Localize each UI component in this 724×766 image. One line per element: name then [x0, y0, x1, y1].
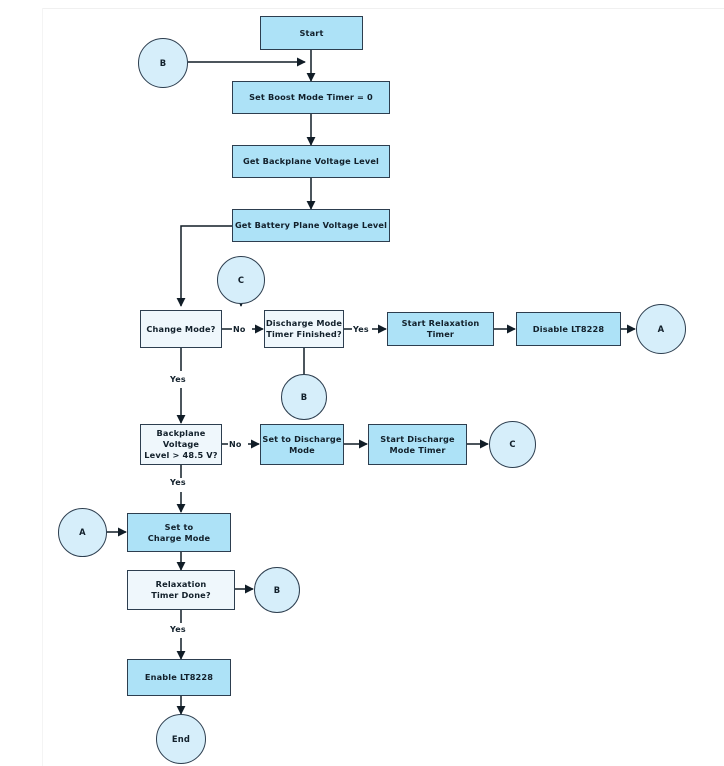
- page-edge-left: [42, 8, 43, 766]
- edge-label-backplane-no: No: [229, 440, 242, 449]
- node-relaxation-timer-done[interactable]: Relaxation Timer Done?: [127, 570, 235, 610]
- node-start[interactable]: Start: [260, 16, 363, 50]
- node-end-label: End: [171, 733, 191, 744]
- node-backplane-voltage-threshold[interactable]: Backplane Voltage Level > 48.5 V?: [140, 424, 222, 465]
- node-discharge-mode-timer-finished[interactable]: Discharge Mode Timer Finished?: [264, 310, 344, 348]
- node-backplane-voltage-threshold-label-line2: Level > 48.5 V?: [144, 450, 218, 460]
- node-connector-c-right[interactable]: C: [489, 421, 536, 468]
- node-disable-lt8228-label: Disable LT8228: [532, 323, 605, 334]
- node-connector-b-bottom-label: B: [273, 584, 281, 595]
- node-set-to-discharge-mode-label-line1: Set to Discharge: [262, 433, 342, 444]
- node-connector-c-right-label: C: [509, 439, 516, 449]
- node-connector-b-top-label: B: [159, 57, 167, 68]
- node-enable-lt8228[interactable]: Enable LT8228: [127, 659, 231, 696]
- node-set-to-discharge-mode[interactable]: Set to Discharge Mode: [260, 424, 344, 465]
- edge-label-discharge-done-yes: Yes: [353, 325, 369, 334]
- node-get-battery-plane-voltage-level-label: Get Battery Plane Voltage Level: [234, 220, 388, 230]
- node-connector-a-left[interactable]: A: [58, 508, 107, 557]
- node-change-mode-label: Change Mode?: [146, 323, 216, 334]
- node-connector-c-top[interactable]: C: [217, 256, 265, 304]
- node-start-discharge-mode-timer-label-line1: Start Discharge: [380, 433, 455, 444]
- node-set-to-charge-mode-label-line1: Set to: [164, 521, 194, 532]
- node-connector-a-left-label: A: [79, 527, 86, 537]
- node-set-to-discharge-mode-label-line2: Mode: [289, 444, 315, 455]
- node-end[interactable]: End: [156, 714, 206, 764]
- node-backplane-voltage-threshold-label-line1: Backplane Voltage: [156, 428, 206, 449]
- node-connector-b-top[interactable]: B: [138, 38, 188, 88]
- node-start-discharge-mode-timer[interactable]: Start Discharge Mode Timer: [368, 424, 467, 465]
- node-get-battery-plane-voltage-level[interactable]: Get Battery Plane Voltage Level: [232, 209, 390, 242]
- node-connector-b-mid[interactable]: B: [281, 374, 327, 420]
- node-change-mode[interactable]: Change Mode?: [140, 310, 222, 348]
- node-relaxation-timer-done-label-line1: Relaxation: [155, 579, 207, 589]
- page-edge-top: [42, 8, 724, 9]
- node-connector-b-bottom[interactable]: B: [254, 567, 300, 613]
- node-disable-lt8228[interactable]: Disable LT8228: [516, 312, 621, 346]
- node-connector-b-mid-label: B: [300, 391, 308, 402]
- node-set-boost-mode-timer-label: Set Boost Mode Timer = 0: [249, 92, 373, 102]
- node-set-boost-mode-timer[interactable]: Set Boost Mode Timer = 0: [232, 81, 390, 114]
- node-connector-a-right-label: A: [657, 323, 665, 334]
- node-get-backplane-voltage-level-label: Get Backplane Voltage Level: [242, 156, 380, 166]
- edge-label-backplane-yes: Yes: [170, 478, 186, 487]
- node-discharge-mode-timer-finished-label-line2: Timer Finished?: [266, 329, 342, 339]
- edge-label-change-mode-yes: Yes: [170, 375, 186, 384]
- node-start-relaxation-timer[interactable]: Start Relaxation Timer: [387, 312, 494, 346]
- edge-label-relaxation-yes: Yes: [170, 625, 186, 634]
- node-discharge-mode-timer-finished-label-line1: Discharge Mode: [265, 318, 343, 328]
- node-start-discharge-mode-timer-label-line2: Mode Timer: [389, 444, 446, 455]
- node-connector-a-right[interactable]: A: [636, 304, 686, 354]
- node-connector-c-top-label: C: [237, 274, 245, 285]
- node-get-backplane-voltage-level[interactable]: Get Backplane Voltage Level: [232, 145, 390, 178]
- node-start-relaxation-timer-label: Start Relaxation Timer: [401, 318, 480, 339]
- node-start-label: Start: [299, 27, 324, 38]
- node-enable-lt8228-label: Enable LT8228: [144, 672, 214, 682]
- edge-label-change-mode-no: No: [233, 325, 246, 334]
- node-set-to-charge-mode[interactable]: Set to Charge Mode: [127, 513, 231, 552]
- node-relaxation-timer-done-label-line2: Timer Done?: [151, 590, 211, 600]
- node-set-to-charge-mode-label-line2: Charge Mode: [147, 532, 211, 543]
